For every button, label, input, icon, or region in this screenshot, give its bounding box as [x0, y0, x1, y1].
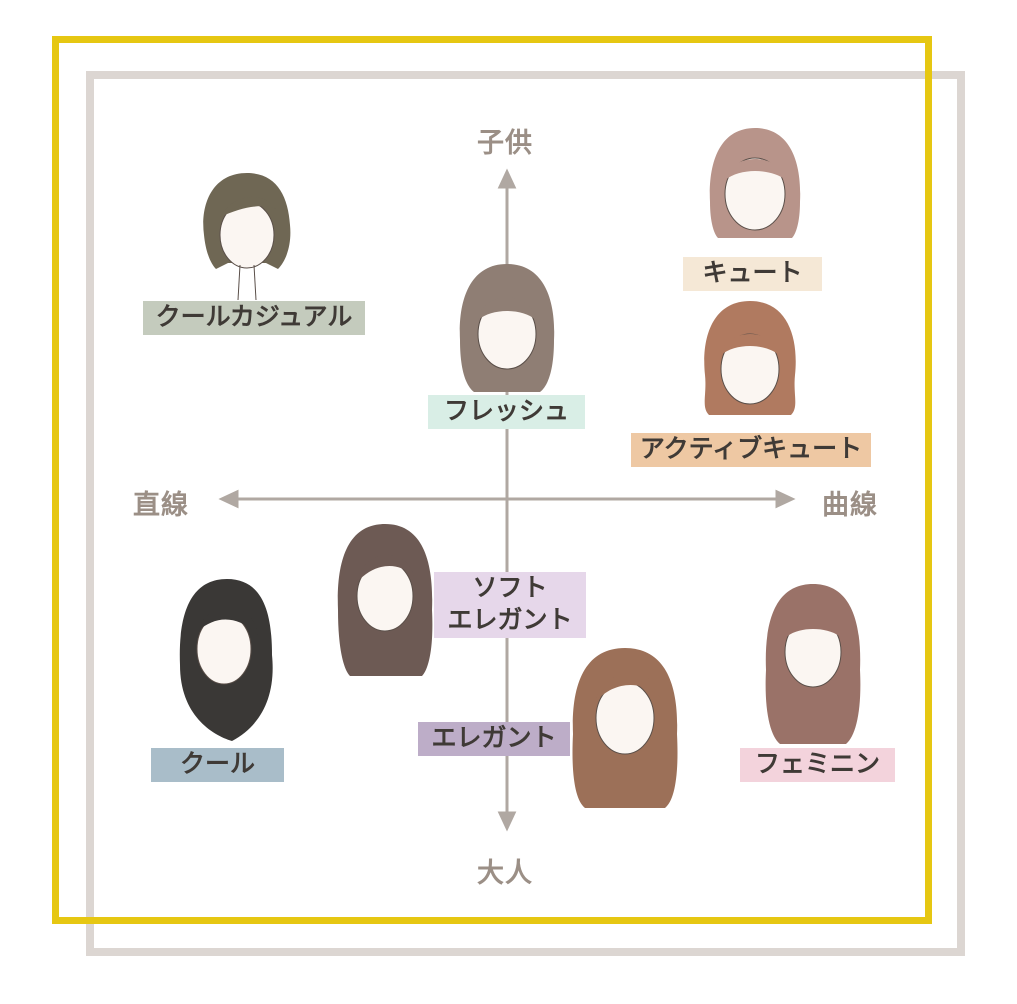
arrow-right-icon [775, 489, 796, 509]
gray-frame [86, 71, 965, 956]
axis-label-bottom: 大人 [477, 858, 533, 889]
axis-label-top: 子供 [477, 128, 533, 159]
yellow-frame [52, 36, 932, 924]
active-cute-illustration [704, 301, 796, 415]
arrow-up-icon [497, 168, 517, 189]
arrow-down-icon [497, 811, 517, 832]
fresh-illustration [459, 264, 555, 392]
tag-soft-elegant: ソフト エレガント [434, 572, 586, 638]
tag-cute: キュート [683, 257, 822, 291]
tag-elegant: エレガント [418, 722, 570, 756]
tag-soft-elegant-line2: エレガント [447, 605, 573, 634]
arrow-left-icon [218, 489, 239, 509]
tag-cool: クール [151, 748, 284, 782]
tag-soft-elegant-line1: ソフト [472, 573, 548, 602]
tag-fresh: フレッシュ [428, 395, 585, 429]
tag-feminine: フェミニン [740, 748, 895, 782]
axis-label-right: 曲線 [822, 490, 878, 521]
tag-active-cute: アクティブキュート [631, 433, 871, 467]
soft-elegant-illustration [337, 524, 433, 676]
tag-cool-casual: クールカジュアル [143, 301, 365, 335]
cool-illustration [179, 579, 273, 741]
feminine-illustration [765, 584, 861, 744]
elegant-illustration [572, 648, 678, 808]
axis-label-left: 直線 [133, 490, 189, 521]
cool-casual-illustration [203, 173, 291, 301]
cute-illustration [709, 128, 801, 238]
